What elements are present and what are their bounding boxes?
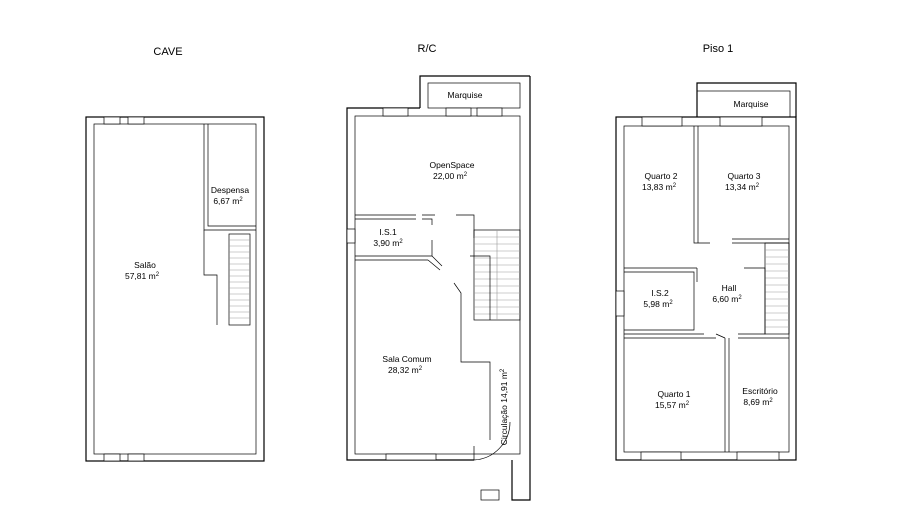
room-name: Salão	[134, 260, 156, 270]
piso1-window	[641, 116, 683, 127]
circulacao-wall	[453, 282, 491, 440]
rc-window	[346, 228, 356, 244]
piso1-window	[640, 451, 682, 461]
is2-wall	[624, 267, 698, 331]
quarto1-walls	[624, 333, 789, 452]
room-area: 28,32 m2	[388, 365, 423, 375]
quarto-walls	[693, 126, 789, 244]
rc-stair-wall	[470, 255, 491, 320]
is1-door	[427, 255, 443, 271]
room-name: Quarto 3	[727, 171, 760, 181]
piso1-plan: Piso 1 Marquise Quarto 2 13,83 m2 Quarto…	[615, 43, 797, 461]
room-area: 13,83 m2	[642, 182, 677, 192]
room-name: Escritório	[742, 386, 778, 396]
cave-window	[103, 453, 121, 462]
quarto1-door	[715, 333, 726, 339]
room-name: Despensa	[211, 185, 250, 195]
rc-stairs	[473, 229, 521, 321]
cave-plan: CAVE Salão 57,81 m2 Despensa 6,67 m2	[85, 46, 265, 462]
rc-window	[382, 107, 409, 117]
room-area: 57,81 m2	[125, 271, 160, 281]
room-area: 5,98 m2	[643, 299, 673, 309]
entry-door	[473, 421, 511, 461]
cave-window	[127, 453, 145, 462]
room-area: 22,00 m2	[433, 171, 468, 181]
rc-window	[480, 489, 500, 501]
piso1-window	[736, 451, 780, 461]
rc-title: R/C	[418, 43, 437, 55]
room-name: Sala Comum	[382, 354, 431, 364]
rc-marquise	[427, 82, 521, 109]
cave-stairs	[228, 233, 251, 326]
cave-inner-wall	[93, 123, 257, 455]
room-name: Quarto 1	[657, 389, 690, 399]
room-area: 8,69 m2	[743, 397, 773, 407]
room-name: Quarto 2	[644, 171, 677, 181]
piso1-outer-wall	[615, 116, 797, 461]
room-name: I.S.2	[651, 288, 669, 298]
is1-wall	[355, 214, 435, 261]
room-name: Hall	[722, 283, 737, 293]
room-name: I.S.1	[379, 227, 397, 237]
cave-window	[127, 116, 145, 125]
room-name: OpenSpace	[430, 160, 475, 170]
rc-plan: R/C Marquise OpenSpace 22,00 m2 I.S.1 3,…	[346, 43, 531, 501]
rc-stair-wall	[456, 214, 475, 238]
despensa-wall	[203, 124, 256, 231]
room-area: 13,34 m2	[725, 182, 760, 192]
piso1-stairs	[764, 242, 790, 335]
room-area: 15,57 m2	[655, 400, 690, 410]
cave-outer-wall	[85, 116, 265, 462]
piso1-window	[615, 290, 625, 317]
room-area: 6,67 m2	[213, 196, 243, 206]
room-area: 3,90 m2	[373, 238, 403, 248]
room-area: 6,60 m2	[712, 294, 742, 304]
cave-window	[103, 116, 121, 125]
piso1-stair-wall	[744, 267, 766, 335]
rc-marquise-wall	[419, 75, 530, 108]
rc-window	[385, 453, 437, 461]
piso1-title: Piso 1	[703, 43, 734, 55]
piso1-window	[719, 116, 763, 127]
room-label-circulacao: Circulação 14,91 m2	[499, 368, 509, 445]
rc-window	[445, 107, 472, 117]
rc-window	[476, 107, 503, 117]
cave-stair-wall	[203, 230, 218, 325]
cave-title: CAVE	[153, 46, 182, 58]
room-name: Marquise	[734, 99, 769, 109]
room-name: Marquise	[448, 90, 483, 100]
